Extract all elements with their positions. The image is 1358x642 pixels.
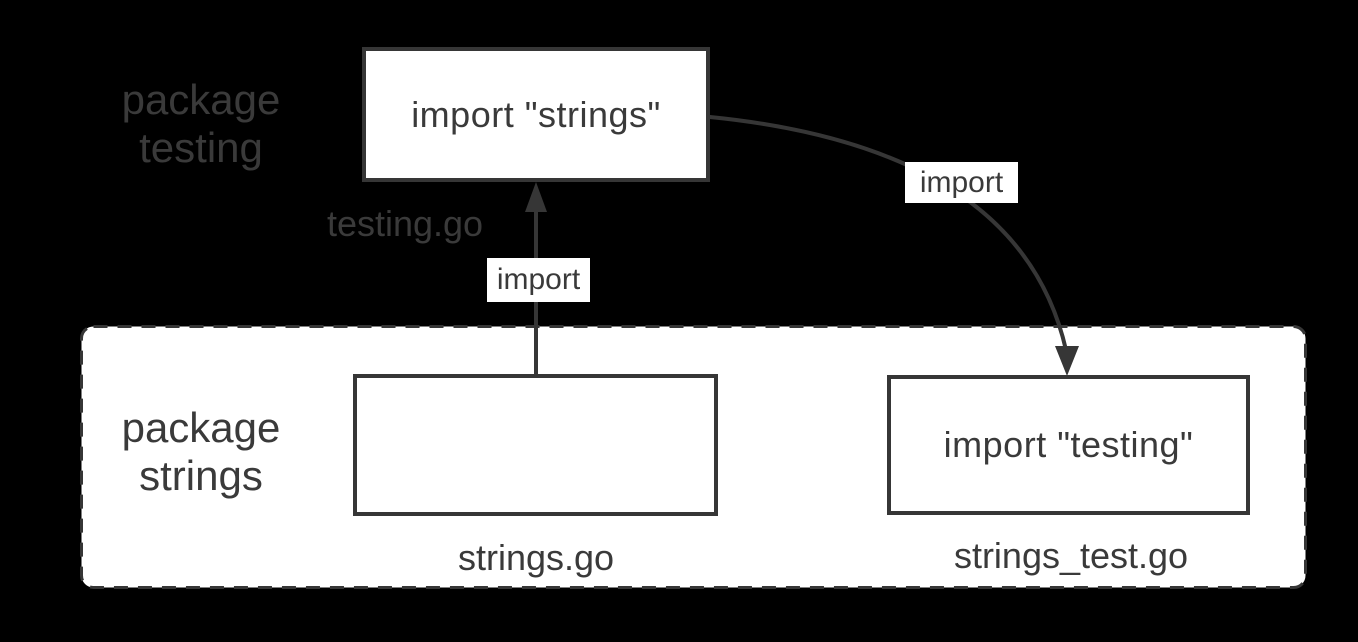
- package-strings-label-line1: package: [121, 404, 281, 451]
- file-box-strings-test-go-text: import "testing": [943, 424, 1194, 465]
- import-arrowhead-up-icon: [525, 182, 547, 212]
- package-testing-label-line1: package: [121, 76, 281, 123]
- file-label-strings-go: strings.go: [457, 537, 615, 578]
- file-box-strings-test-go: import "testing": [887, 375, 1250, 515]
- package-strings-label-line2: strings: [139, 452, 263, 499]
- package-testing-label: package testing: [96, 76, 306, 172]
- file-label-testing-go: testing.go: [326, 203, 484, 244]
- import-arrow-testing-to-strings-test-curve: [708, 115, 1068, 352]
- file-box-strings-go: [353, 374, 718, 516]
- import-arrowhead-down-icon: [1055, 346, 1079, 376]
- file-box-testing-go: import "strings": [362, 47, 710, 182]
- package-testing-label-line2: testing: [139, 124, 263, 171]
- edge-label-import-vertical: import: [487, 258, 590, 302]
- file-box-testing-go-text: import "strings": [411, 93, 661, 135]
- package-strings-label: package strings: [96, 404, 306, 500]
- edge-label-import-curved: import: [905, 162, 1018, 203]
- file-label-strings-test-go: strings_test.go: [953, 535, 1189, 576]
